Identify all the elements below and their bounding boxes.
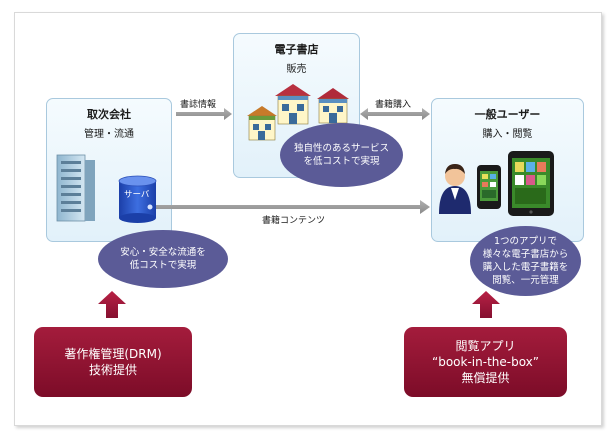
- label-book-contents: 書籍コンテンツ: [262, 216, 326, 226]
- shop-icon: [275, 84, 311, 125]
- server-label: サーバ: [124, 190, 150, 200]
- agency-title: 取次会社: [87, 108, 131, 121]
- smartphone-icon: [477, 165, 501, 209]
- server-icon: [118, 175, 157, 223]
- user-title: 一般ユーザー: [474, 108, 541, 121]
- agency-bubble: 安心・安全な流通を 低コストで実現: [98, 230, 228, 288]
- drm-box: 著作権管理(DRM) 技術提供: [34, 327, 192, 397]
- agency-subtitle: 管理・流通: [84, 129, 134, 140]
- label-magazine-info: 書誌情報: [180, 100, 217, 110]
- drm-up-arrow: [98, 291, 126, 318]
- agency-bubble-text: 安心・安全な流通を 低コストで実現: [120, 247, 206, 271]
- store-title: 電子書店: [274, 43, 319, 56]
- store-bubble: 独自性のあるサービス を低コストで実現: [280, 123, 403, 187]
- user-subtitle: 購入・閲覧: [482, 129, 533, 140]
- user-bubble-text: 1つのアプリで 様々な電子書店から 購入した電子書籍を 閲覧、一元管理: [482, 236, 569, 286]
- shop-icon: [317, 88, 349, 124]
- store-bubble-text: 独自性のあるサービス を低コストで実現: [293, 143, 389, 167]
- person-icon: [439, 164, 471, 214]
- label-book-purchase: 書籍購入: [375, 100, 412, 110]
- user-bubble: 1つのアプリで 様々な電子書店から 購入した電子書籍を 閲覧、一元管理: [470, 226, 581, 296]
- arrow-book-contents: [150, 200, 430, 214]
- arrow-magazine-info: [176, 108, 232, 120]
- app-box: 閲覧アプリ “book-in-the-box” 無償提供: [404, 327, 567, 397]
- store-subtitle: 販売: [286, 64, 307, 75]
- building-icon: [56, 154, 95, 222]
- tablet-icon: [508, 151, 554, 216]
- shop-icon: [247, 106, 277, 141]
- app-up-arrow: [472, 291, 500, 318]
- arrow-book-purchase: [360, 108, 430, 120]
